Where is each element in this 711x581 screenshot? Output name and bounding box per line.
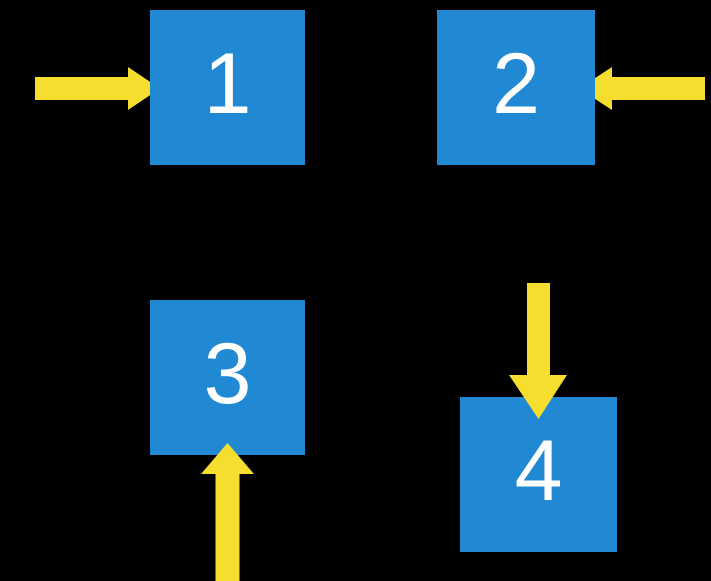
box-2-label: 2 (492, 35, 540, 132)
arrow-into-box-2-icon (579, 67, 705, 110)
box-1[interactable]: 1 (150, 10, 305, 165)
arrow-into-box-4-icon (509, 283, 567, 419)
box-2[interactable]: 2 (437, 10, 595, 165)
arrow-into-box-1-icon (35, 67, 160, 110)
box-3[interactable]: 3 (150, 300, 305, 455)
box-4[interactable]: 4 (460, 397, 617, 552)
box-1-label: 1 (203, 35, 252, 132)
box-3-label: 3 (203, 325, 252, 422)
box-4-label: 4 (514, 422, 563, 519)
arrow-into-box-3-icon (201, 443, 254, 581)
